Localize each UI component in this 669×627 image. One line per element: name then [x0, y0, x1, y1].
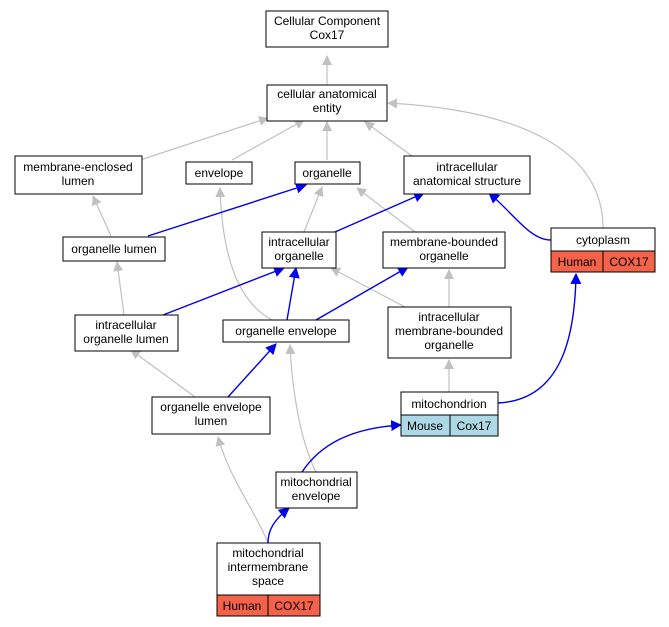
edge-iorg-ias	[334, 191, 426, 233]
gene-label: COX17	[609, 255, 649, 269]
species-label: Human	[223, 599, 262, 613]
node-label-line: Cellular Component	[274, 14, 381, 28]
node-label-line: organelle envelope	[160, 400, 262, 414]
node-mitochondrial-envelope[interactable]: mitochondrial envelope	[275, 471, 358, 509]
node-mitochondrial-intermembrane-space[interactable]: mitochondrial intermembrane space Human …	[216, 542, 321, 617]
node-envelope[interactable]: envelope	[185, 161, 253, 185]
node-organelle[interactable]: organelle	[294, 161, 361, 185]
node-label-line: organelle lumen	[71, 242, 156, 256]
node-label-line: intracellular	[268, 235, 329, 249]
node-label-line: organelle	[419, 249, 469, 263]
intermembrane-space-tags: Human COX17	[216, 594, 321, 617]
node-label-line: Cox17	[310, 28, 345, 42]
node-intracellular-organelle-lumen[interactable]: intracellular organelle lumen	[74, 314, 179, 352]
node-organelle-envelope-lumen[interactable]: organelle envelope lumen	[151, 396, 271, 435]
node-label-line: organelle envelope	[235, 324, 337, 338]
node-cytoplasm[interactable]: cytoplasm Human COX17	[550, 227, 656, 273]
node-membrane-bounded-organelle[interactable]: membrane-bounded organelle	[382, 231, 506, 269]
edge-mis-menv	[267, 507, 290, 544]
gene-tag	[267, 594, 321, 617]
node-label-line: organelle	[274, 249, 324, 263]
mitochondrion-tags: Mouse Cox17	[400, 414, 499, 437]
node-label-line: intracellular	[95, 318, 156, 332]
node-label-line: organelle	[302, 166, 352, 180]
node-intracellular-membrane-bounded-organelle[interactable]: intracellular membrane-bounded organelle	[387, 306, 512, 359]
node-label-line: membrane-bounded	[390, 235, 498, 249]
node-label-line: entity	[313, 101, 342, 115]
gene-tag	[602, 250, 656, 273]
node-cellular-component[interactable]: Cellular Component Cox17	[265, 10, 389, 48]
node-label-line: mitochondrial	[280, 475, 351, 489]
node-label-line: envelope	[292, 489, 341, 503]
edge-mel-cae	[139, 116, 269, 161]
edge-oenv-mbo	[315, 266, 409, 321]
gene-label: Cox17	[457, 419, 492, 433]
edge-oel-iolumen	[130, 349, 196, 398]
edge-olumen-organelle	[147, 182, 308, 237]
node-label-line: intermembrane	[228, 560, 309, 574]
node-intracellular-anatomical-structure[interactable]: intracellular anatomical structure	[403, 155, 531, 195]
node-label-line: membrane-enclosed	[23, 160, 132, 174]
node-label-line: anatomical structure	[413, 174, 521, 188]
node-label-line: cytoplasm	[576, 233, 630, 247]
gene-tag	[449, 414, 499, 437]
node-label-line: lumen	[195, 414, 228, 428]
node-organelle-envelope[interactable]: organelle envelope	[222, 319, 350, 343]
gray-edges	[92, 55, 604, 544]
edge-iolumen-iorg	[162, 266, 286, 316]
edge-olumen-mel	[92, 195, 112, 237]
node-label-line: space	[252, 574, 284, 588]
node-label-line: cellular anatomical	[277, 87, 376, 101]
edge-imbo-iorg	[330, 267, 406, 308]
node-label-line: lumen	[62, 174, 95, 188]
node-label-line: envelope	[195, 166, 244, 180]
edge-oel-oenv	[227, 343, 277, 398]
node-label-line: intracellular	[418, 310, 479, 324]
species-label: Mouse	[407, 419, 443, 433]
node-mitochondrion[interactable]: mitochondrion Mouse Cox17	[400, 391, 499, 437]
node-membrane-enclosed-lumen[interactable]: membrane-enclosed lumen	[14, 155, 143, 195]
node-label-line: membrane-bounded	[395, 324, 503, 338]
edge-cytoplasm-cae	[387, 98, 604, 229]
node-cellular-anatomical-entity[interactable]: cellular anatomical entity	[266, 84, 388, 122]
node-label-line: intracellular	[436, 160, 497, 174]
cytoplasm-tags: Human COX17	[550, 250, 656, 273]
edge-iorg-organelle	[303, 186, 324, 233]
edge-iolumen-olumen	[113, 261, 125, 316]
edge-menv-oenv	[285, 344, 317, 473]
node-intracellular-organelle[interactable]: intracellular organelle	[261, 231, 337, 269]
node-label-line: mitochondrial	[232, 546, 303, 560]
node-label-line: organelle lumen	[83, 332, 168, 346]
edge-oenv-iorg	[286, 266, 300, 321]
node-organelle-lumen[interactable]: organelle lumen	[62, 236, 166, 262]
edge-oenv-envelope	[215, 187, 273, 321]
edge-ias-cae	[364, 121, 413, 157]
blue-edges	[147, 182, 582, 544]
edge-mito-cytoplasm	[497, 272, 582, 404]
node-label-line: mitochondrion	[411, 397, 486, 411]
edge-envelope-cae	[231, 119, 305, 161]
edge-cytoplasm-ias	[488, 192, 552, 241]
species-label: Human	[558, 255, 597, 269]
node-label-line: organelle	[424, 338, 474, 352]
edge-mis-oel	[215, 436, 269, 544]
gene-label: COX17	[274, 599, 314, 613]
edge-menv-mito	[301, 420, 403, 473]
